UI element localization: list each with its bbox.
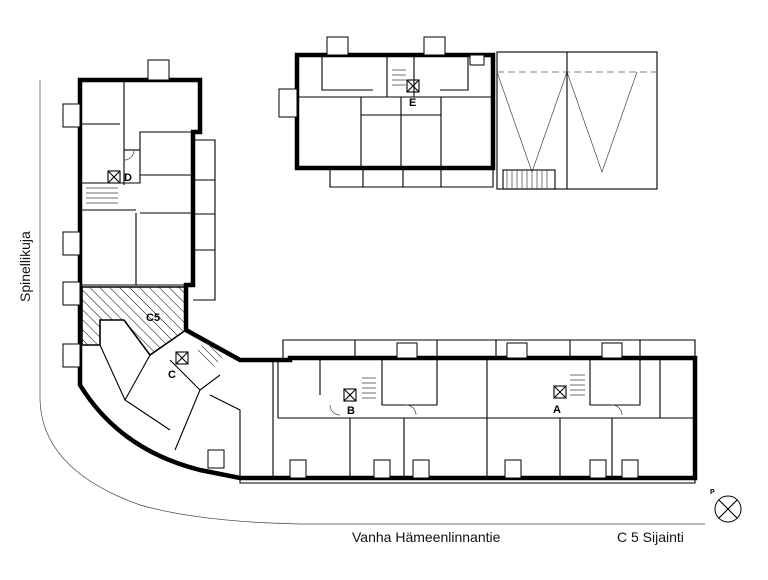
garage-structure xyxy=(496,51,658,190)
stair-c-label: C xyxy=(168,369,176,381)
door-swing-icon xyxy=(123,149,135,161)
unit-c5-hatched xyxy=(81,286,187,357)
caption-c5-sijainti: C 5 Sijainti xyxy=(617,529,684,545)
north-wing-outline xyxy=(77,77,698,481)
door-swing-icon xyxy=(405,404,417,416)
street-label-spinellikuja: Spinellikuja xyxy=(17,231,33,302)
stair-b-label: B xyxy=(347,405,355,417)
stair-a-label: A xyxy=(553,404,561,416)
north-arrow-icon: P xyxy=(710,489,742,523)
building-e xyxy=(278,36,496,188)
unit-c5-label: C5 xyxy=(146,312,160,324)
door-swing-icon xyxy=(611,404,623,416)
street-label-vanha-hameenlinnantie: Vanha Hämeenlinnantie xyxy=(352,529,501,545)
street-curb-line xyxy=(39,80,705,525)
door-swing-icon xyxy=(329,404,341,416)
stair-e-label: E xyxy=(409,97,416,109)
stair-d-label: D xyxy=(124,172,132,184)
north-mark-label: P xyxy=(710,489,715,496)
